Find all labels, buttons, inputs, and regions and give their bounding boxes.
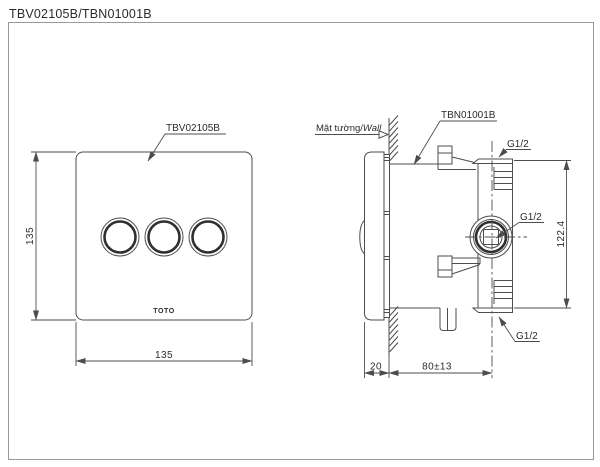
leader-line (498, 148, 508, 158)
bottom-port-flange (471, 307, 513, 313)
hatch-line (389, 121, 399, 132)
open-arrow (378, 130, 390, 139)
embed-depth-dimension: 80±13 (388, 362, 493, 376)
top-thread-ribs (493, 167, 513, 190)
hatch-line (389, 318, 399, 329)
plate-side-profile (364, 151, 385, 321)
dim-height-text: 135 (25, 227, 36, 245)
port-middle-label: G1/2 (520, 212, 542, 223)
front-plate (75, 151, 253, 321)
hatch-line (389, 145, 399, 156)
bottom-thread-ribs (493, 280, 513, 304)
lug-diagonal (451, 264, 481, 275)
side-part-label-callout: TBN01001B (413, 110, 497, 165)
hatch-line (389, 139, 399, 150)
button-side-profile (359, 220, 365, 255)
wall-hatch-top (389, 115, 399, 162)
hatch-line (389, 133, 399, 144)
top-port-flange (471, 158, 513, 164)
dim-width-text: 135 (155, 350, 173, 361)
toto-logo: TOTO (153, 308, 175, 315)
button-inner-ring (191, 220, 225, 254)
plate-button-2 (144, 217, 184, 257)
wall-label-callout: Mặt tường/Wall (315, 123, 390, 139)
hatch-line (389, 151, 399, 162)
port-bottom-label: G1/2 (516, 331, 538, 342)
plate-button-3 (188, 217, 228, 257)
port-bottom-callout: G1/2 (498, 316, 540, 342)
button-inner-ring (147, 220, 181, 254)
dim-embed-depth-text: 80±13 (422, 362, 452, 373)
hatch-line (389, 336, 399, 347)
button-outer-ring (144, 217, 184, 257)
port-middle-callout: G1/2 (495, 212, 544, 239)
button-inner-ring (103, 220, 137, 254)
hatch-line (389, 115, 399, 126)
plate-to-wall-dimension: 20 (364, 322, 390, 378)
leader-line (495, 222, 520, 239)
wall-hatch-bottom (389, 306, 399, 353)
wall-label: Mặt tường/Wall (316, 123, 382, 134)
front-part-label-callout: TBV02105B (147, 123, 226, 162)
sheet-border (8, 22, 594, 460)
wall-label-en: Wall (363, 123, 382, 134)
bottom-mounting-lug (437, 255, 453, 278)
sheet-title: TBV02105B/TBN01001B (9, 7, 152, 21)
front-height-dimension: 135 (25, 151, 76, 321)
side-height-dimension: 122.4 (514, 160, 571, 309)
plate-button-1 (100, 217, 140, 257)
leader-line (498, 316, 516, 342)
hatch-line (389, 324, 399, 335)
side-part-label: TBN01001B (441, 110, 496, 121)
hatch-line (389, 342, 399, 353)
button-outer-ring (188, 217, 228, 257)
valve-body (389, 141, 527, 378)
port-top-callout: G1/2 (498, 139, 531, 158)
dim-plate-to-wall-text: 20 (370, 362, 382, 373)
hatch-line (389, 330, 399, 341)
side-view: TBN01001B Mặt tường/Wall G1/2 G1/2 G1/2 (315, 110, 571, 378)
front-width-dimension: 135 (75, 322, 253, 366)
front-part-label: TBV02105B (166, 123, 220, 134)
port-top-label: G1/2 (507, 139, 529, 150)
mounting-strip (383, 154, 390, 318)
hatch-line (389, 127, 399, 138)
leader-line (147, 133, 166, 162)
front-view: TOTO TBV02105B 135 135 (25, 123, 253, 366)
lug-bar (452, 257, 481, 264)
hatch-line (389, 312, 399, 323)
dim-height-text: 122.4 (556, 220, 567, 247)
mounting-strip-ticks (384, 157, 390, 313)
wall-label-vi: Mặt tường/ (316, 123, 363, 134)
button-outer-ring (100, 217, 140, 257)
top-mounting-lug (437, 145, 453, 165)
leader-line (413, 120, 441, 165)
